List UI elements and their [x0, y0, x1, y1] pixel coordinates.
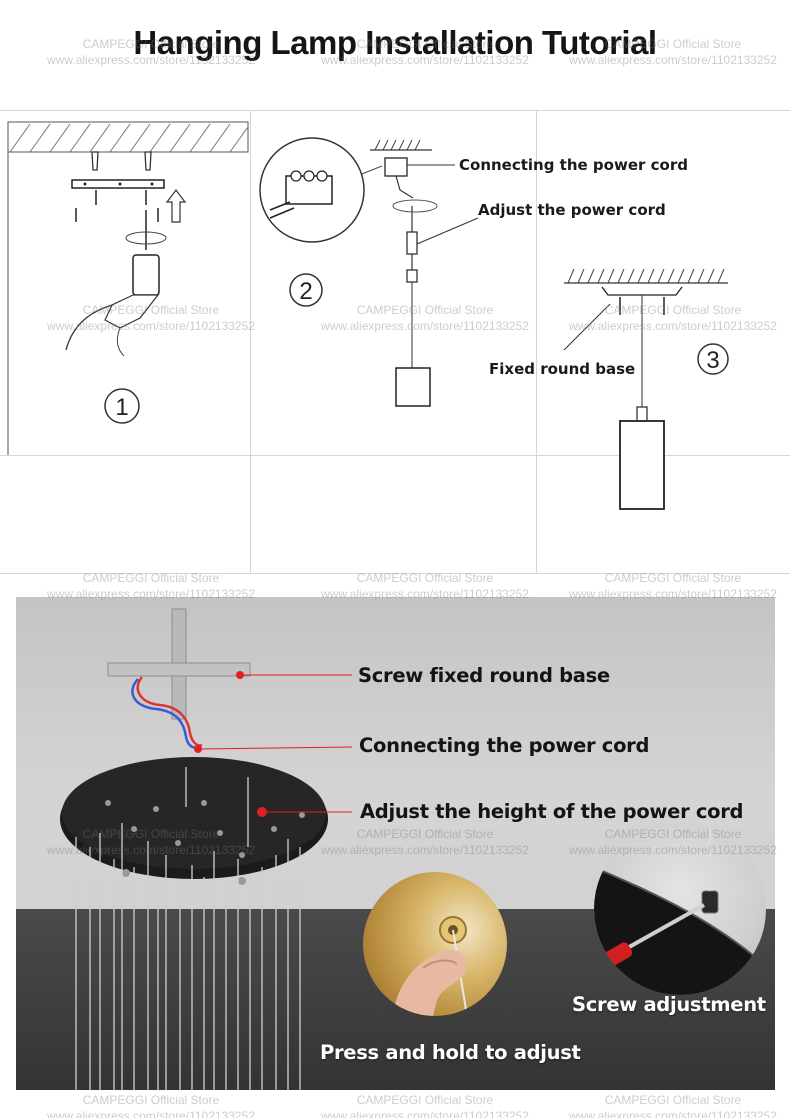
- label-screw-base: Screw fixed round base: [358, 664, 610, 687]
- label-press-hold: Press and hold to adjust: [320, 1041, 581, 1064]
- step2-diagram: 2: [259, 137, 479, 407]
- grid-line: [0, 573, 790, 574]
- screw-adjustment-detail: [594, 823, 766, 995]
- step3-diagram: 3: [564, 268, 729, 510]
- grid-line: [536, 110, 537, 573]
- fixed-base-pointer: [563, 303, 611, 351]
- press-hold-detail: [363, 872, 507, 1016]
- label-connecting-diagram: Connecting the power cord: [459, 156, 688, 174]
- label-adjust-height: Adjust the height of the power cord: [360, 800, 744, 823]
- label-fixed-base-diagram: Fixed round base: [489, 360, 636, 378]
- label-adjust-diagram: Adjust the power cord: [478, 201, 666, 219]
- lamp-hardware-illustration: [60, 608, 353, 1090]
- grid-line: [0, 455, 790, 456]
- grid-line: [0, 110, 790, 111]
- step2-number: 2: [299, 278, 312, 305]
- page-title: Hanging Lamp Installation Tutorial: [133, 24, 657, 61]
- label-screw-adjustment: Screw adjustment: [572, 993, 766, 1016]
- installation-photo: Screw fixed round base Connecting the po…: [16, 597, 775, 1090]
- step1-number: 1: [115, 394, 128, 421]
- grid-line: [250, 110, 251, 573]
- label-connecting-photo: Connecting the power cord: [359, 734, 650, 757]
- step3-number: 3: [706, 347, 719, 374]
- step1-diagram: 1: [7, 121, 249, 455]
